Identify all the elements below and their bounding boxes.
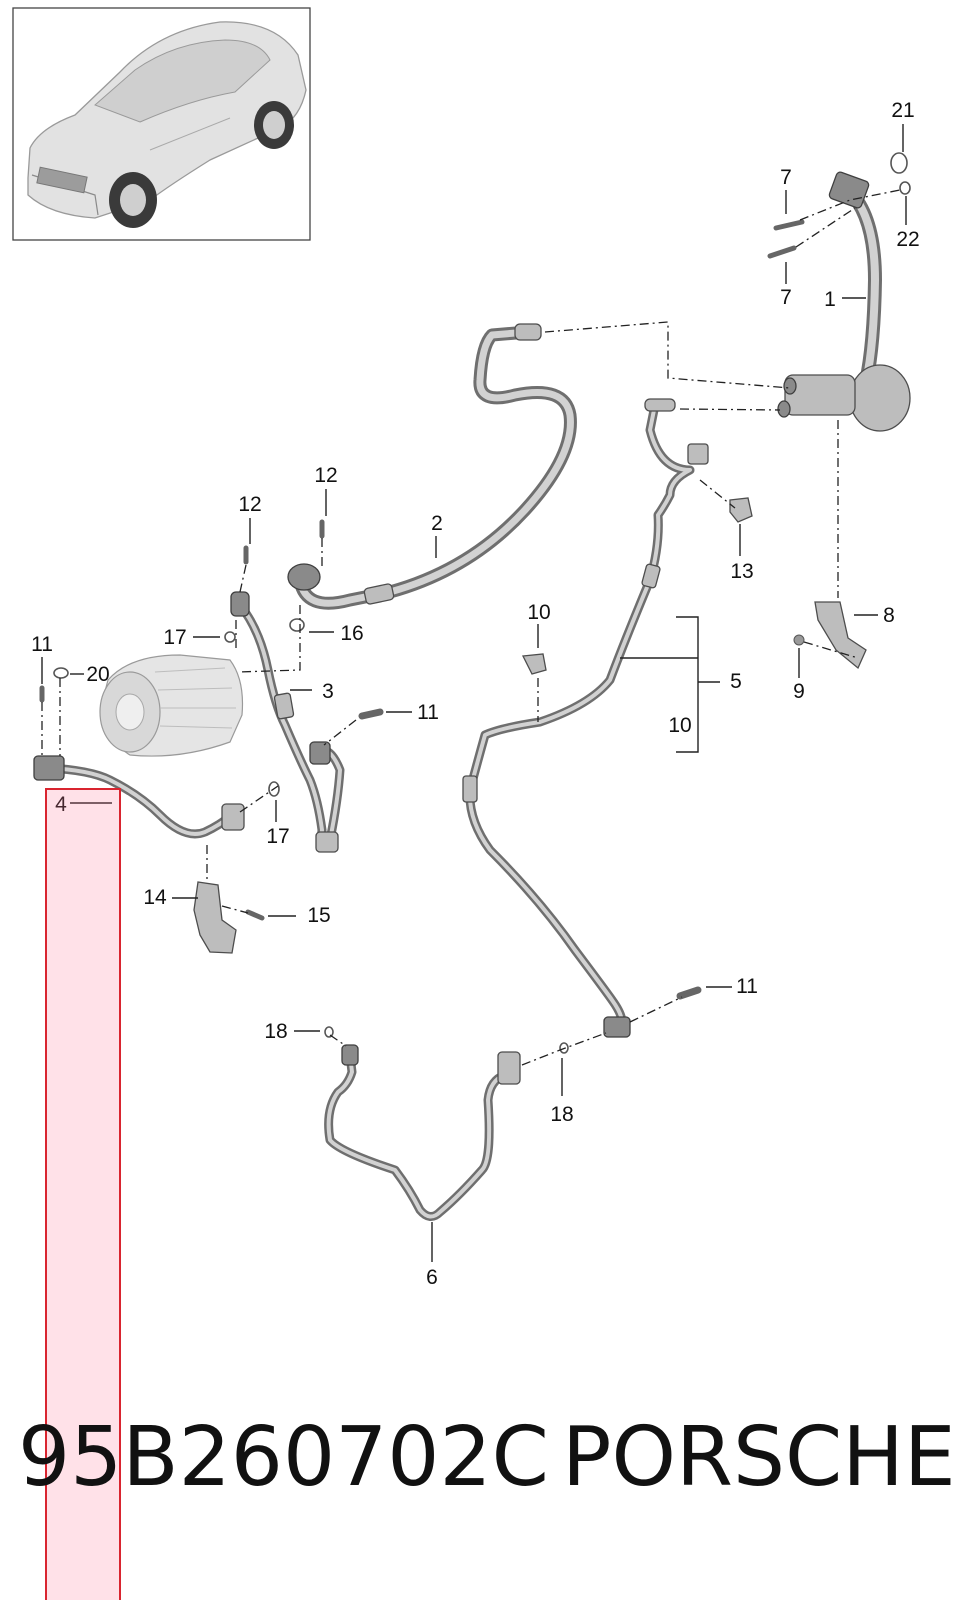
callout-12-left: 12	[238, 493, 261, 516]
callout-7-bottom: 7	[780, 286, 792, 309]
pipe-3	[230, 591, 345, 853]
callout-18-left: 18	[264, 1020, 287, 1043]
callout-11-middle: 11	[417, 701, 439, 724]
callout-8: 8	[883, 604, 895, 627]
callout-22: 22	[896, 228, 919, 251]
hose-2	[287, 323, 577, 610]
callout-9: 9	[793, 680, 805, 703]
callout-17-top: 17	[163, 626, 186, 649]
callout-11-right: 11	[736, 975, 758, 998]
callout-10-clip: 10	[527, 601, 550, 624]
callout-15: 15	[307, 904, 330, 927]
part-number: 95B260702C	[18, 1410, 549, 1505]
pipe-6	[324, 1044, 521, 1221]
callout-labels: 21 22 7 7 1 2 13 8 9 10 5 10 12 12 17 16…	[31, 99, 920, 1289]
pipe-1	[777, 171, 911, 432]
callout-11-left: 11	[31, 633, 53, 656]
callout-20: 20	[86, 663, 109, 686]
callout-7-top: 7	[780, 166, 792, 189]
pipe-5	[462, 398, 709, 1038]
highlight-box-part-4	[45, 788, 121, 1600]
callout-2: 2	[431, 512, 443, 535]
vehicle-thumbnail	[12, 7, 311, 241]
assembly-lines	[41, 189, 901, 1066]
brand-name: PORSCHE	[562, 1410, 956, 1505]
callout-10-bracket: 10	[668, 714, 691, 737]
callout-21: 21	[891, 99, 914, 122]
callout-1: 1	[824, 288, 836, 311]
callout-14: 14	[143, 886, 167, 909]
callout-16: 16	[340, 622, 363, 645]
ac-compressor	[99, 654, 244, 757]
small-parts	[39, 152, 911, 1054]
callout-4: 4	[55, 793, 67, 816]
callout-13: 13	[730, 560, 753, 583]
callout-12-right: 12	[314, 464, 337, 487]
callout-18-right: 18	[550, 1103, 573, 1126]
callout-6: 6	[426, 1266, 438, 1289]
leader-lines	[41, 124, 907, 1262]
pipe-4	[33, 755, 245, 839]
callout-3: 3	[322, 680, 334, 703]
callout-17-bottom: 17	[266, 825, 289, 848]
callout-5: 5	[730, 670, 742, 693]
